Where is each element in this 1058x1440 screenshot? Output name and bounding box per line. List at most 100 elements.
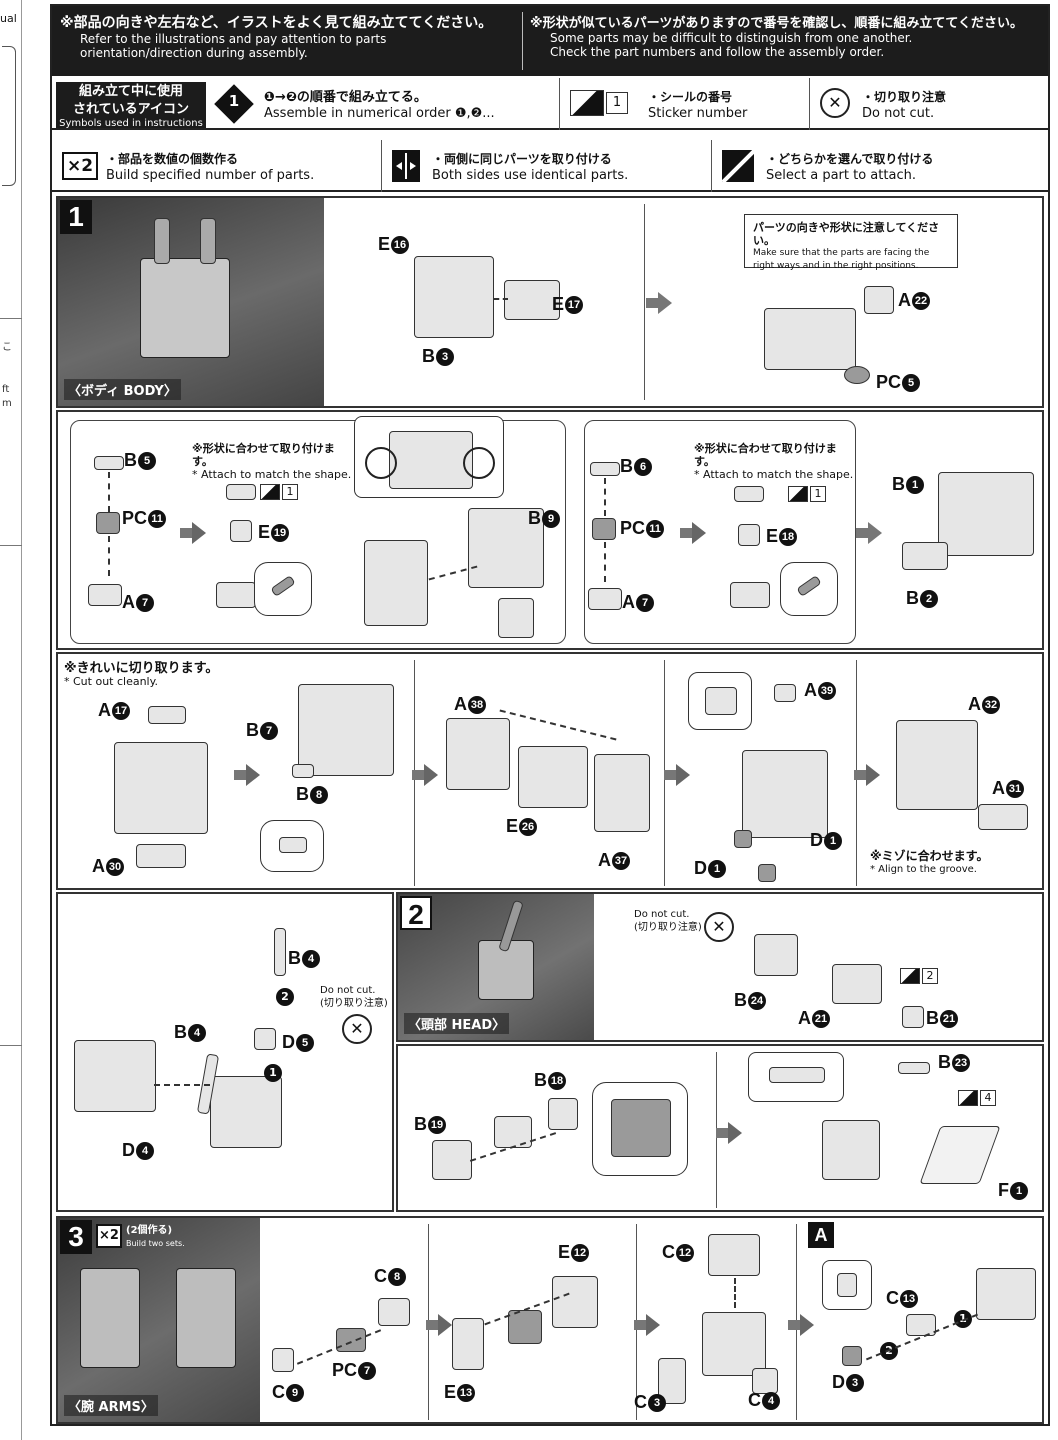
build-two-icon: ×2 [96,1224,122,1248]
header-separator [522,12,523,70]
both-sides-icon [392,150,420,182]
part-drawing-a31 [978,804,1028,830]
assembly-guide-line [154,1084,210,1086]
part-drawing-d3 [842,1346,862,1366]
part-drawing-forearm [976,1268,1036,1320]
part-drawing-head [822,1120,880,1180]
legend-order-jp: ❶→❷の順番で組み立てる。 [264,90,427,105]
header-right-en-2: Check the part numbers and follow the as… [550,45,885,59]
part-drawing-pc11 [592,518,616,540]
assembly-guide-line [734,1278,736,1308]
sticker-icon: 1 [570,90,628,116]
sticker-2: 2 [900,968,938,984]
part-drawing-b2 [902,542,948,570]
part-drawing-b18 [548,1098,578,1130]
next-arrow-icon [180,522,206,544]
no-cut-note: Do not cut. (切り取り注意) [320,985,388,1009]
part-drawing-c13 [906,1314,936,1336]
part-drawing-b6 [590,462,620,476]
step-number: 1 [60,200,92,234]
part-drawing-e12 [552,1276,598,1328]
part-drawing-e18 [738,524,760,546]
legend-select-jp: ・どちらかを選んで取り付ける [766,152,934,166]
part-drawing-shoulder-joint [216,582,256,608]
legend-nocut-en: Do not cut. [862,106,935,121]
build-count-icon: ×2 [62,152,98,180]
previous-page-box [2,46,16,186]
part-drawing-c8 [378,1298,410,1326]
part-drawing-b21 [902,1006,924,1028]
part-drawing-a7 [588,588,622,610]
next-arrow-icon [412,764,438,786]
divider [0,318,22,319]
part-drawing-a7 [88,584,122,606]
part-drawing-shoulder-joint [498,598,534,638]
divider [0,545,22,546]
header-left-en-2: orientation/direction during assembly. [80,46,308,60]
sticker-number-box: 1 [606,92,628,114]
next-arrow-icon [788,1314,814,1336]
part-drawing-pc7 [336,1328,366,1352]
hand-detail-inset [822,1260,872,1310]
part-drawing-b5 [94,456,124,470]
legend-both-en: Both sides use identical parts. [432,168,629,183]
sticker-1: 1 [788,486,826,502]
legend-title: 組み立て中に使用 されているアイコン Symbols used in instr… [56,82,206,129]
no-cut-icon: ✕ [704,912,734,942]
arm-model-image [176,1268,236,1368]
order-icon-number: 1 [228,92,240,110]
assembly-guide-line [108,536,110,576]
header-left-jp: ※部品の向きや左右など、イラストをよく見て組み立ててください。 [60,15,493,31]
shoulder-preview-box [354,416,504,498]
step-number: 3 [60,1220,92,1254]
assembly-guide-line [499,709,617,741]
step-number: 2 [400,896,432,930]
part-drawing-a38 [446,718,510,790]
part-drawing-detail [279,837,307,853]
instruction-page: ※部品の向きや左右など、イラストをよく見て組み立ててください。 Refer to… [50,4,1050,1426]
shoulder-preview-image [389,431,473,489]
orientation-note-box: パーツの向きや形状に注意してください。 Make sure that the p… [744,214,958,271]
part-drawing-b19 [432,1140,472,1180]
body-antenna [154,218,170,264]
legend-row-1: 組み立て中に使用 されているアイコン Symbols used in instr… [52,78,1048,130]
part-drawing-detail [270,575,296,597]
next-arrow-icon [234,764,260,786]
arm-model-image [80,1268,140,1368]
part-drawing-torso [896,720,978,810]
legend-row-2: ×2 ・部品を数値の個数作る Build specified number of… [52,140,1048,192]
part-drawing-a39-detail [705,687,737,715]
part-drawing-b4 [274,928,286,976]
legend-build-en: Build specified number of parts. [106,168,315,183]
groove-note: ※ミゾに合わせます。 * Align to the groove. [870,849,989,876]
attach-note: ※形状に合わせて取り付けます。 * Attach to match the sh… [192,442,352,481]
previous-page-edge: ual こ ft m [0,0,22,1440]
part-drawing-torso [74,1040,156,1112]
part-drawing-f1 [919,1126,1001,1184]
crest-detail-inset [748,1052,844,1102]
